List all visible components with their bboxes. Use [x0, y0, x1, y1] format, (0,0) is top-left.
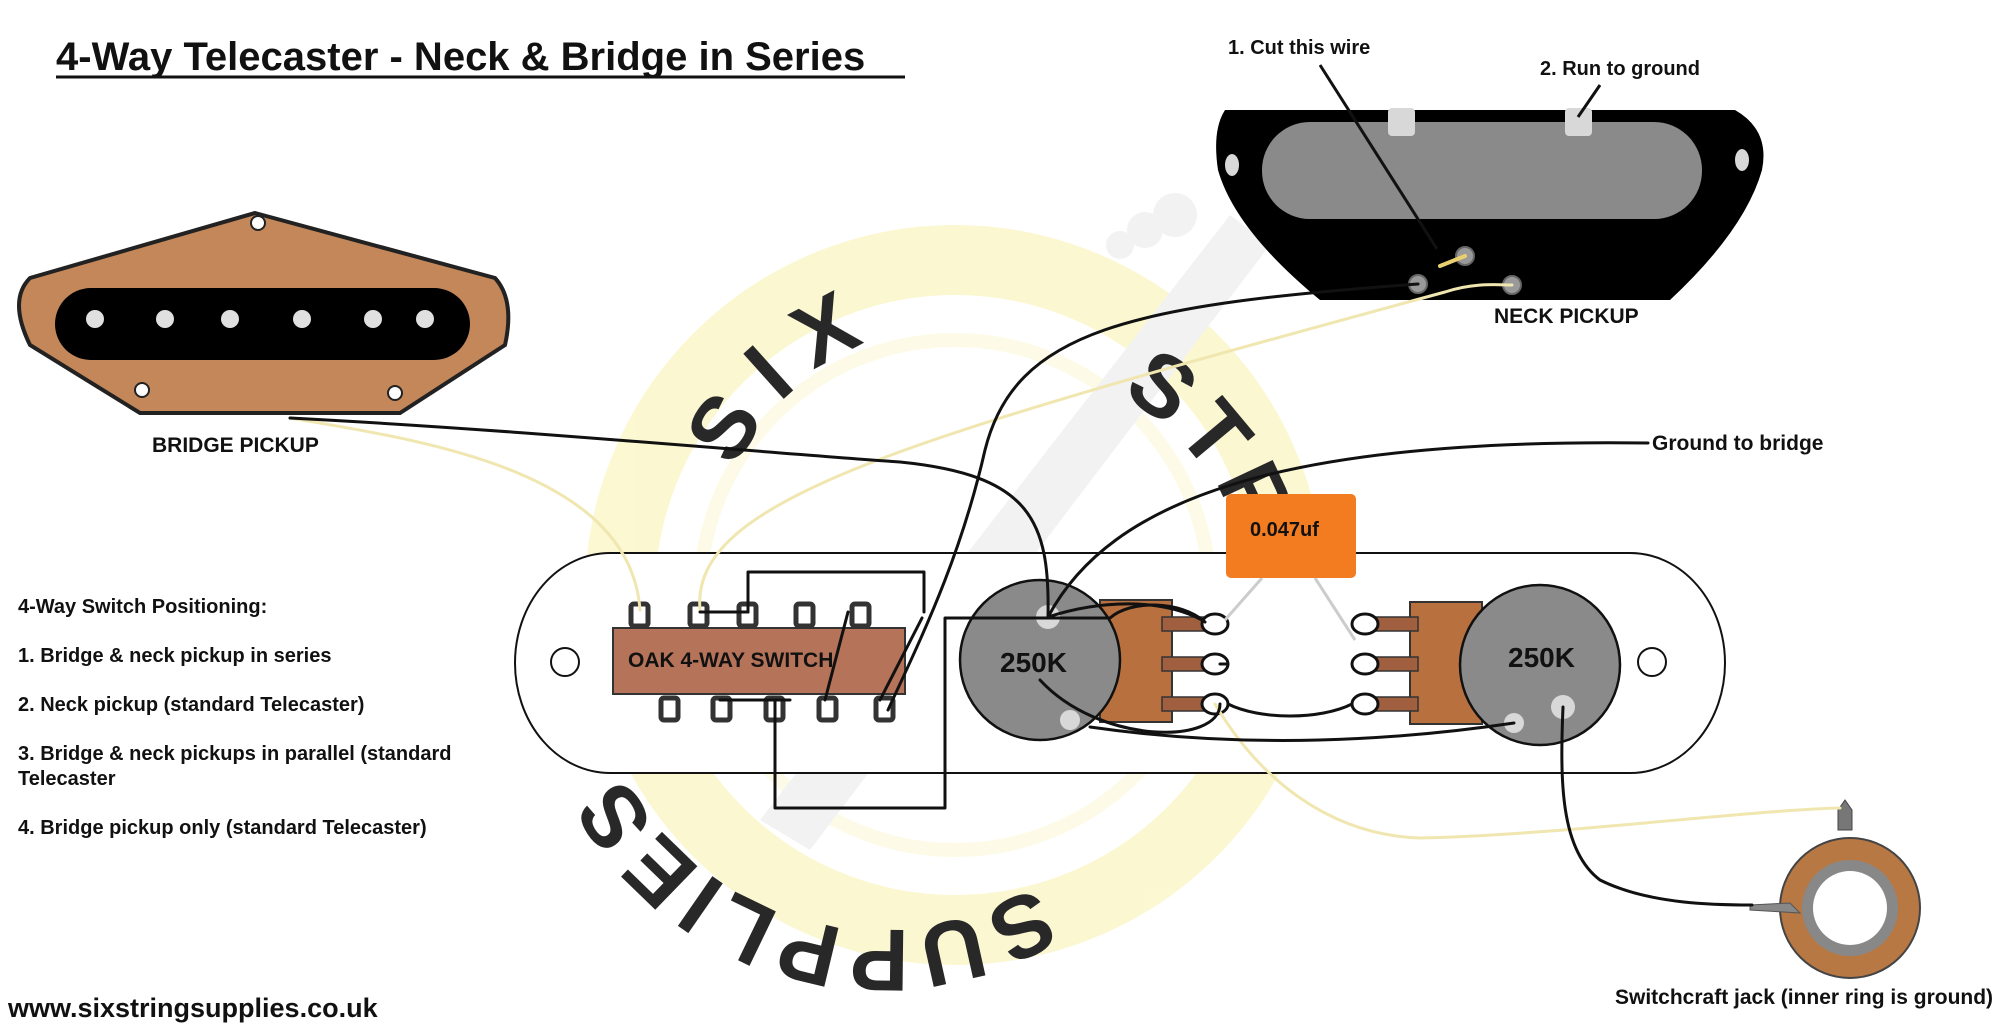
volume-pot — [958, 578, 1230, 742]
cut-wire-annotation: 1. Cut this wire — [1228, 37, 1370, 59]
bridge-hot-wire — [288, 416, 642, 612]
bridge-pickup-label: BRIDGE PICKUP — [152, 434, 319, 457]
switch-positions: 4-Way Switch Positioning: 1. Bridge & ne… — [18, 596, 451, 839]
switch-position-3-cont: Telecaster — [18, 768, 116, 790]
switch-position-4: 4. Bridge pickup only (standard Telecast… — [18, 817, 427, 839]
switch-to-lower-lug — [823, 610, 850, 702]
bridge-ground-wire — [288, 416, 1050, 619]
ground-to-bridge-wire — [1046, 441, 1650, 619]
switch-jumper-top — [746, 570, 926, 614]
bridge-pickup — [17, 210, 511, 415]
black-wires — [288, 254, 1754, 907]
oak-4-way-switch — [612, 601, 906, 723]
capacitor — [1223, 494, 1357, 641]
run-ground-pointer — [1576, 84, 1602, 118]
switch-position-2: 2. Neck pickup (standard Telecaster) — [18, 694, 364, 716]
neck-pickup — [1216, 108, 1764, 300]
hot-wires — [288, 283, 1842, 840]
page-title: 4-Way Telecaster - Neck & Bridge in Seri… — [56, 35, 865, 79]
volume-pot-label: 250K — [1000, 647, 1067, 678]
switch-positions-heading: 4-Way Switch Positioning: — [18, 596, 267, 618]
plate-screw-left — [550, 647, 580, 677]
volume-lug-wire — [1046, 602, 1204, 622]
tone-pot-label: 250K — [1508, 642, 1575, 673]
capacitor-label: 0.047uf — [1250, 519, 1319, 541]
switch-position-1: 1. Bridge & neck pickup in series — [18, 645, 331, 667]
volume-to-tone-wire — [1226, 702, 1354, 718]
switch-position-3: 3. Bridge & neck pickups in parallel (st… — [18, 743, 451, 765]
output-hot-wire — [1213, 702, 1842, 840]
cut-wire — [1438, 254, 1467, 268]
neck-hot-wire — [698, 283, 1514, 612]
pot-ground-bus — [1088, 721, 1516, 742]
website-link[interactable]: www.sixstringsupplies.co.uk — [7, 993, 379, 1023]
cut-wire-pointer — [1318, 64, 1439, 250]
jack-ground-wire — [1560, 705, 1754, 907]
switchcraft-jack — [1749, 799, 1921, 979]
jack-label: Switchcraft jack (inner ring is ground) — [1615, 986, 1993, 1009]
switch-to-volume-wire — [773, 603, 1207, 810]
neck-pickup-label: NECK PICKUP — [1494, 305, 1639, 328]
switch-right-wire — [878, 616, 924, 702]
ground-bridge-annotation: Ground to bridge — [1652, 432, 1823, 455]
neck-ground-wire — [886, 282, 1420, 712]
run-ground-annotation: 2. Run to ground — [1540, 58, 1700, 80]
tone-pot — [1350, 583, 1622, 747]
plate-screw-right — [1637, 647, 1667, 677]
switch-label: OAK 4-WAY SWITCH — [628, 649, 833, 672]
volume-ground-wire — [1038, 678, 1222, 734]
switch-lugs-top — [628, 601, 872, 629]
